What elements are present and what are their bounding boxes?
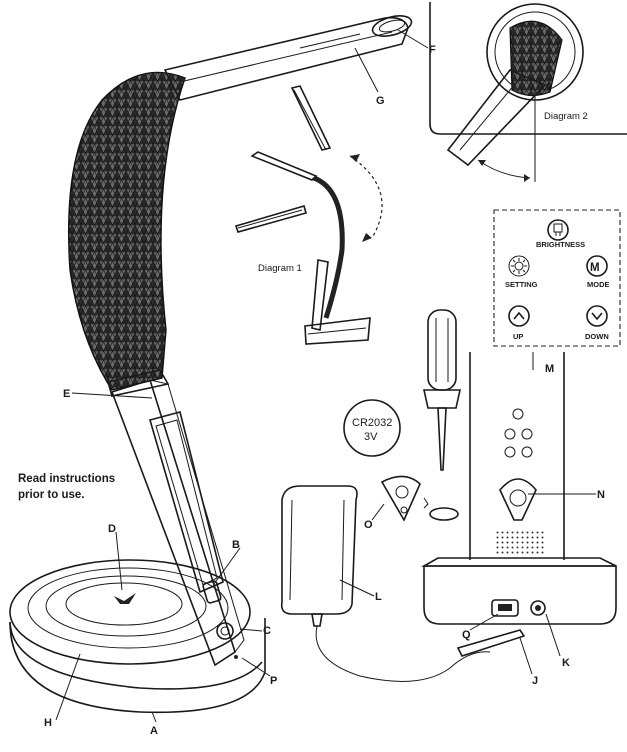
- up-label: UP: [513, 332, 523, 341]
- part-labels: F G E D B C P A H M N O L Q K J: [44, 44, 605, 737]
- gear-icon: [511, 258, 527, 274]
- fabric-sleeve: [67, 71, 186, 391]
- label-n: N: [597, 489, 605, 501]
- dc-jack: [530, 600, 546, 616]
- lamp-head: [163, 15, 413, 101]
- label-h: H: [44, 717, 52, 729]
- label-p: P: [270, 675, 277, 687]
- battery-type: CR2032: [352, 417, 392, 429]
- label-g: G: [376, 95, 385, 107]
- label-c: C: [263, 625, 271, 637]
- adapter-icon: [280, 485, 526, 682]
- function-button: [202, 580, 222, 604]
- chevron-up-icon: [513, 311, 525, 320]
- screwdriver-icon: [423, 309, 461, 471]
- usb-port: [491, 599, 519, 617]
- main-lamp: [9, 15, 413, 714]
- touch-logo-icon: [114, 593, 136, 604]
- down-label: DOWN: [585, 332, 609, 341]
- label-a: A: [150, 725, 158, 737]
- lamp-base: [9, 559, 266, 714]
- label-q: Q: [462, 629, 471, 641]
- up-key: UP: [508, 305, 530, 341]
- note-line-2: prior to use.: [18, 489, 84, 501]
- diagram-2-detail: Diagram 2: [429, 2, 627, 182]
- setting-label: SETTING: [505, 280, 538, 289]
- battery-voltage: 3V: [364, 431, 378, 443]
- lamp-neck: [110, 378, 245, 667]
- mode-glyph: M: [590, 262, 600, 274]
- leader-lines: [55, 29, 596, 723]
- brightness-label: BRIGHTNESS: [536, 240, 585, 249]
- power-port: [216, 622, 234, 640]
- lamp-rear-view: [420, 352, 617, 625]
- label-e: E: [63, 388, 70, 400]
- mode-key: M MODE: [586, 255, 610, 289]
- control-panel-legend: BRIGHTNESS SETTING M MODE UP DOWN: [493, 209, 621, 347]
- label-o: O: [364, 519, 373, 531]
- diagram-1-caption: Diagram 1: [258, 263, 302, 274]
- instruction-note: Read instructions prior to use.: [18, 473, 115, 501]
- label-f: F: [429, 44, 436, 56]
- brightness-key: BRIGHTNESS: [536, 219, 585, 249]
- bulb-icon: [553, 223, 563, 233]
- label-l: L: [375, 591, 382, 603]
- remote-fob-icon: [380, 475, 459, 522]
- diagram-1-positions: Diagram 1: [234, 85, 383, 345]
- label-k: K: [562, 657, 570, 669]
- label-d: D: [108, 523, 116, 535]
- chevron-down-icon: [591, 312, 603, 321]
- note-line-1: Read instructions: [18, 473, 115, 485]
- label-b: B: [232, 539, 240, 551]
- battery-cr2032: CR2032 3V: [343, 399, 401, 457]
- diagram-2-caption: Diagram 2: [544, 111, 588, 122]
- label-j: J: [532, 675, 538, 687]
- down-key: DOWN: [585, 305, 609, 341]
- mode-label: MODE: [587, 280, 610, 289]
- label-m: M: [545, 363, 554, 375]
- setting-key: SETTING: [505, 255, 538, 289]
